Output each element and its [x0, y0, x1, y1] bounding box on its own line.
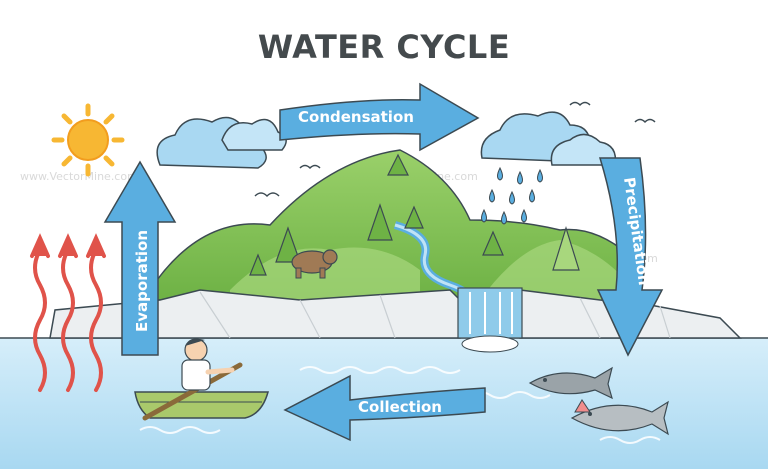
boat-icon — [134, 338, 269, 421]
condensation-label: Condensation — [298, 108, 414, 126]
bird-icon — [254, 192, 280, 198]
waterfall-icon — [457, 287, 523, 353]
rower-body — [181, 359, 211, 391]
evaporation-arrow: Evaporation — [103, 160, 177, 356]
bird-icon — [299, 164, 321, 170]
tree-icon — [367, 203, 393, 241]
page-title: WATER CYCLE — [257, 28, 511, 66]
tree-icon — [249, 253, 267, 276]
bird-icon — [569, 101, 591, 107]
tree-icon — [404, 205, 424, 229]
bear-icon — [291, 249, 338, 279]
watermark-text: www.VectorMine.com — [20, 170, 138, 183]
cloud-right — [480, 111, 617, 166]
tree-icon — [275, 226, 301, 263]
water-waves — [139, 366, 661, 444]
collection-arrow: Collection — [283, 374, 486, 442]
fish-icon — [570, 399, 669, 436]
condensation-arrow: Condensation — [279, 82, 480, 152]
tree-icon — [552, 225, 580, 271]
heat-waves-icon — [30, 233, 106, 392]
sun-icon — [51, 103, 125, 177]
birds — [254, 101, 656, 198]
evaporation-label: Evaporation — [133, 230, 151, 332]
tree-icon — [387, 153, 409, 176]
tree-icon — [482, 230, 504, 256]
oar — [142, 362, 243, 421]
fish-icon — [528, 366, 613, 400]
cloud-left — [156, 116, 287, 169]
trees — [249, 153, 580, 276]
collection-label: Collection — [358, 398, 442, 416]
rain-drops-icon — [481, 166, 543, 225]
bird-icon — [634, 118, 656, 124]
